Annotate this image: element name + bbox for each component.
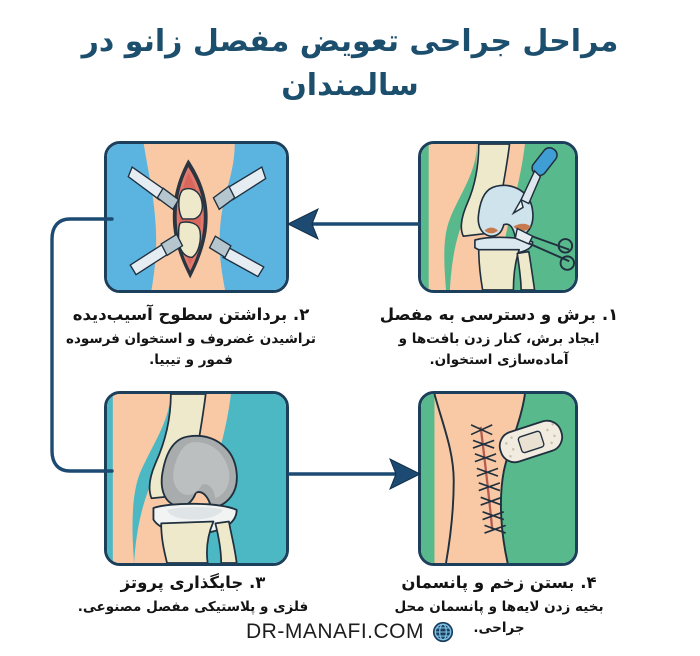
- connector-step2-to-step3: [50, 217, 114, 473]
- illustration-knee-prosthesis: [107, 394, 286, 563]
- page-title: مراحل جراحی تعویض مفصل زانو در سالمندان: [81, 24, 619, 103]
- website-url[interactable]: DR-MANAFI.COM: [246, 620, 424, 643]
- scalpel-tool: [511, 146, 558, 216]
- illustration-incision-access: [421, 144, 575, 290]
- step-4-subtitle: بخیه زدن لایه‌ها و پانسمان محل جراحی.: [394, 599, 604, 636]
- step-4-title: ۴. بستن زخم و پانسمان: [401, 573, 597, 592]
- step-3-subtitle: فلزی و پلاستیکی مفصل مصنوعی.: [77, 599, 309, 616]
- caption-step-1: ۱. برش و دسترسی به مفصل ایجاد برش، کنار …: [368, 304, 630, 370]
- footer-watermark: DR-MANAFI.COM: [0, 620, 700, 644]
- arrow-step1-to-step2: [286, 207, 420, 241]
- panel-resect-damaged-surfaces: [104, 141, 289, 293]
- bandage-icon: [498, 419, 564, 464]
- step-1-subtitle: ایجاد برش، کنار زدن بافت‌ها و آماده‌سازی…: [398, 331, 600, 368]
- forceps-tool: [514, 227, 575, 271]
- retractor-bottom-left: [129, 233, 184, 276]
- caption-step-4: ۴. بستن زخم و پانسمان بخیه زدن لایه‌ها و…: [368, 572, 630, 638]
- caption-step-2: ۲. برداشتن سطوح آسیب‌دیده تراشیدن غضروف …: [56, 304, 326, 370]
- retractor-top-right: [212, 166, 267, 211]
- step-1-title: ۱. برش و دسترسی به مفصل: [379, 305, 619, 324]
- step-2-title: ۲. برداشتن سطوح آسیب‌دیده: [72, 305, 310, 324]
- caption-step-3: ۳. جایگذاری پروتز فلزی و پلاستیکی مفصل م…: [62, 572, 324, 618]
- suture-stitches: [470, 424, 506, 534]
- retractor-top-left: [127, 166, 180, 211]
- panel-wound-closure-and-dressing: [418, 391, 578, 566]
- retractor-bottom-right: [208, 235, 265, 278]
- globe-icon: [432, 621, 454, 643]
- panel-incision-and-joint-access: [418, 141, 578, 293]
- illustration-sutured-knee-bandage: [421, 394, 575, 563]
- arrow-step3-to-step4: [288, 457, 422, 491]
- step-3-title: ۳. جایگذاری پروتز: [120, 573, 266, 592]
- step-2-subtitle: تراشیدن غضروف و استخوان فرسوده فمور و تی…: [65, 331, 317, 368]
- illustration-open-incision-retractors: [107, 144, 286, 290]
- panel-implant-prosthesis: [104, 391, 289, 566]
